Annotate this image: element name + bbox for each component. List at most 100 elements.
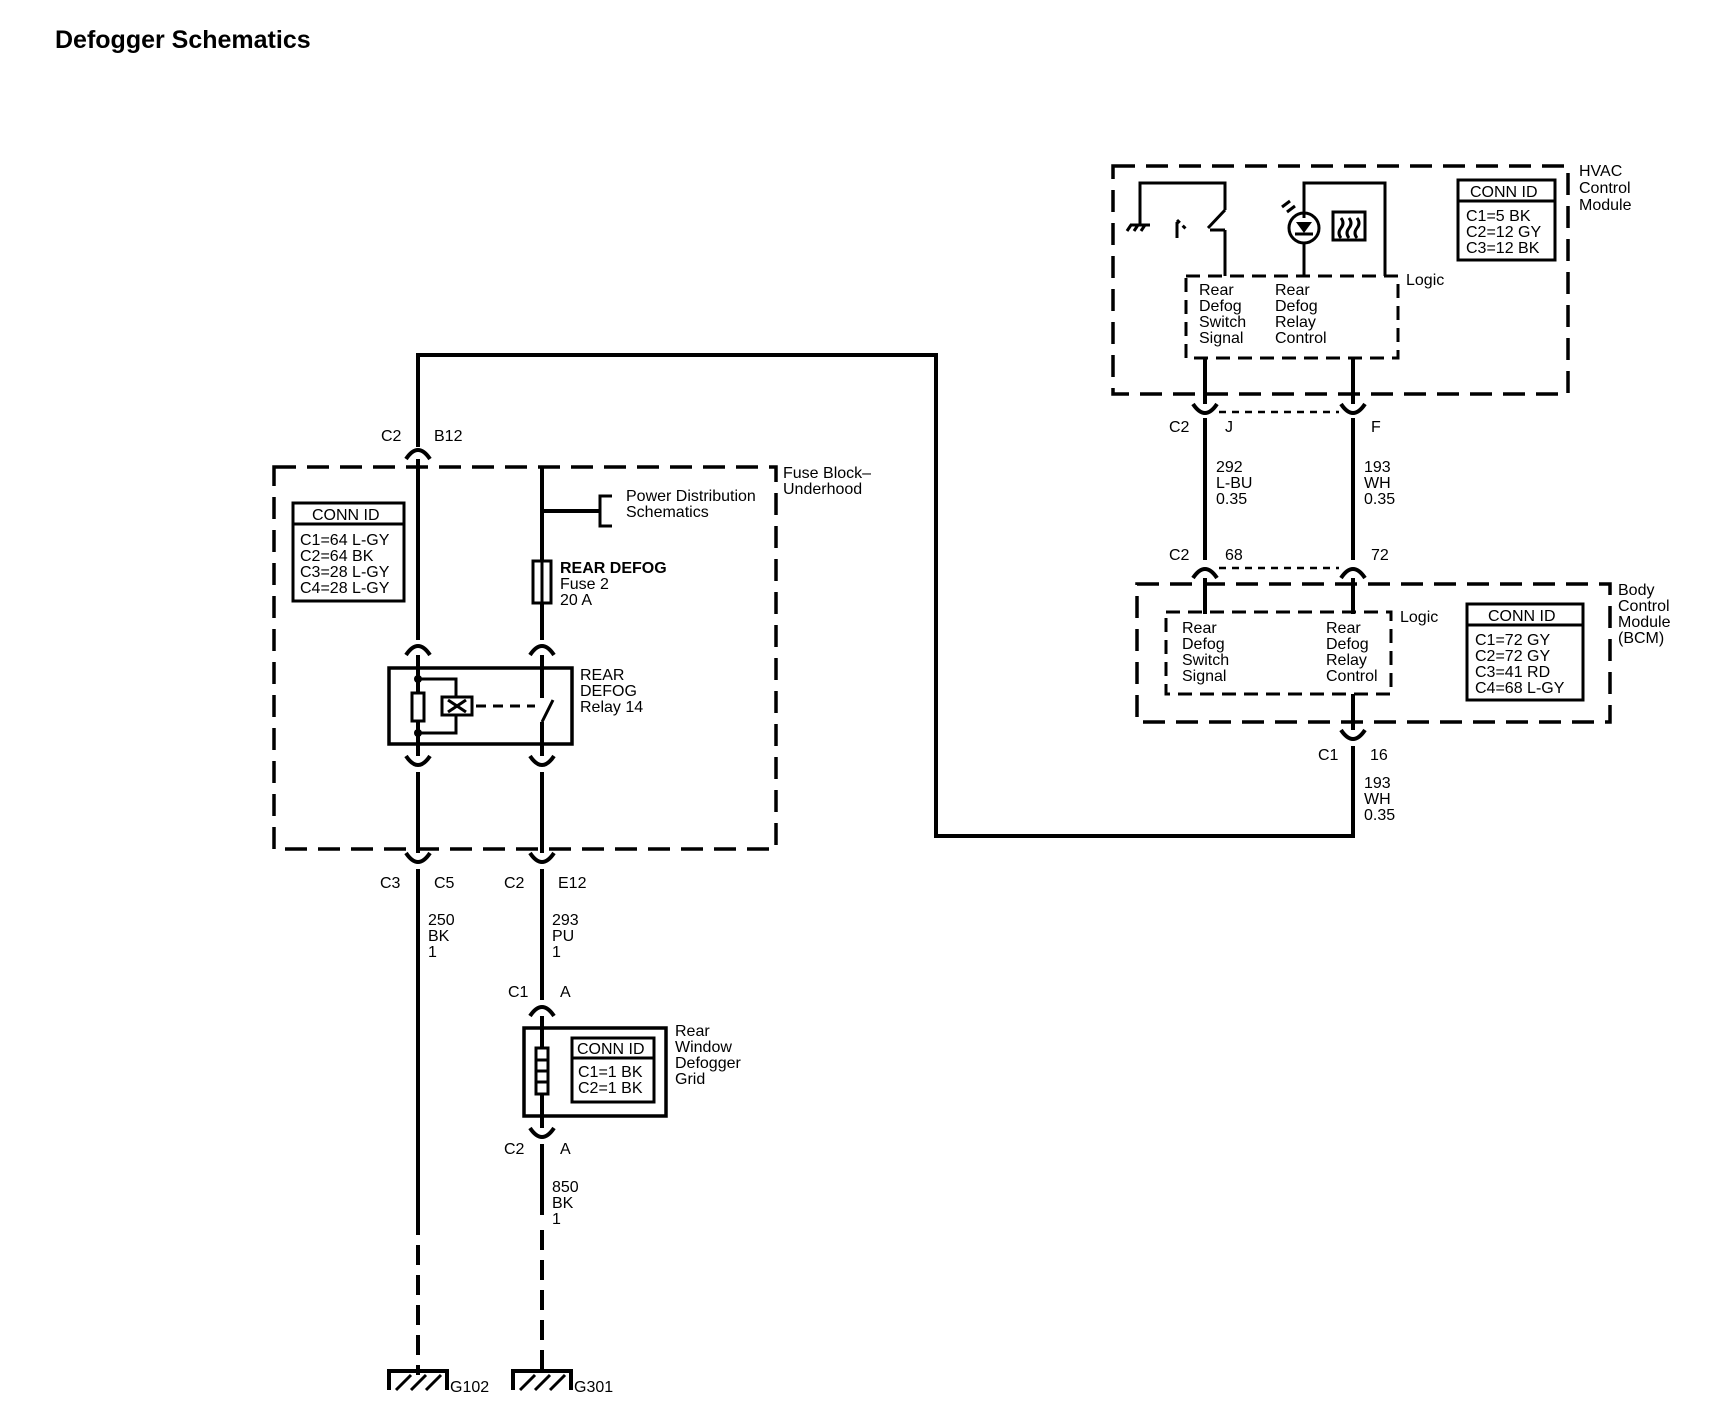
grid-bottom-conn: C2 (504, 1141, 525, 1158)
wire-292-color: L-BU (1216, 475, 1252, 492)
bcm-out-connector: C1 (1318, 747, 1339, 764)
wire-193b-circuit: 193 (1364, 775, 1391, 792)
grid-conn-title: CONN ID (577, 1041, 645, 1058)
hvac-title-line1: HVAC (1579, 163, 1622, 180)
wire-193-size: 0.35 (1364, 491, 1395, 508)
bcm-title-line2: Control (1618, 598, 1670, 615)
fuse-block-br-pin: E12 (558, 875, 587, 892)
relay-label-line3: Relay 14 (580, 699, 643, 716)
fuse-block-conn-title: CONN ID (312, 507, 380, 524)
bcm-title-line4: (BCM) (1618, 630, 1664, 647)
wire-193b-color: WH (1364, 791, 1391, 808)
hvac-logic-label: Logic (1406, 272, 1444, 289)
relay-label-line1: REAR (580, 667, 624, 684)
bcm-conn-title: CONN ID (1488, 608, 1556, 625)
grid-title-line1: Rear (675, 1023, 710, 1040)
wire-250-size: 1 (428, 944, 437, 961)
relay-label-line2: DEFOG (580, 683, 637, 700)
bcm-pin2-line4: Control (1326, 668, 1378, 685)
fuse-block-br-conn: C2 (504, 875, 525, 892)
rear-defog-relay (387, 666, 574, 746)
bcm-pin1-line3: Switch (1182, 652, 1229, 669)
relay-coil-icon (410, 691, 426, 723)
hvac-conn-title: CONN ID (1470, 184, 1538, 201)
hvac-pin1-line3: Switch (1199, 314, 1246, 331)
bcm-conn-line2: C2=72 GY (1475, 648, 1550, 665)
bcm-conn-line3: C3=41 RD (1475, 664, 1550, 681)
fuse-block-title-line2: Underhood (783, 481, 862, 498)
bcm-connector-72 (1339, 567, 1367, 580)
fuse-label-line1: REAR DEFOG (560, 560, 667, 577)
ground-g301-label: G301 (574, 1379, 613, 1396)
hvac-switch-icon (1175, 208, 1227, 276)
hvac-conn-line1: C1=5 BK (1466, 208, 1531, 225)
hvac-pin-j: J (1225, 419, 1233, 436)
fuse-block-top-pin: B12 (434, 428, 463, 445)
rear-defrost-symbol-icon (1331, 210, 1367, 242)
hvac-pin2-line3: Relay (1275, 314, 1316, 331)
grid-connector-c1-a (528, 1005, 556, 1018)
hvac-pin-f: F (1371, 419, 1381, 436)
hvac-title-line2: Control (1579, 180, 1631, 197)
bcm-pin2-line1: Rear (1326, 620, 1361, 637)
wire-292-circuit: 292 (1216, 459, 1243, 476)
ground-g102-label: G102 (450, 1379, 489, 1396)
hvac-connector-f (1339, 402, 1367, 415)
bcm-title-line3: Module (1618, 614, 1671, 631)
wire-193-color: WH (1364, 475, 1391, 492)
power-dist-line1: Power Distribution (626, 488, 756, 505)
hvac-led-indicator-icon (1281, 181, 1387, 276)
hvac-to-bcm-wiring: C2 J F 292 L-BU 0.35 193 WH 0.35 C2 68 7… (1169, 358, 1395, 614)
bcm-logic-label: Logic (1400, 609, 1438, 626)
grid-conn-id-table: CONN ID C1=1 BK C2=1 BK (570, 1036, 656, 1104)
fuse-block-conn-line2: C2=64 BK (300, 548, 374, 565)
wire-193b-size: 0.35 (1364, 807, 1395, 824)
wire-293-size: 1 (552, 944, 561, 961)
wire-293-circuit: 293 (552, 912, 579, 929)
power-dist-line2: Schematics (626, 504, 709, 521)
grid-title-line3: Defogger (675, 1055, 741, 1072)
relay-switch-contact-icon (540, 699, 555, 723)
wire-850-size: 1 (552, 1211, 561, 1228)
rear-window-defogger-grid: CONN ID C1=1 BK C2=1 BK (522, 1026, 668, 1118)
body-control-module: Body Control Module (BCM) Logic Rear Def… (1135, 582, 1671, 724)
bcm-boundary (1135, 582, 1612, 724)
hvac-control-module: HVAC Control Module (1111, 163, 1632, 396)
bcm-title-line1: Body (1618, 582, 1654, 599)
fuse-block-top-conn: C2 (381, 428, 402, 445)
power-distribution-reference-icon (598, 494, 612, 528)
hvac-pin1-line2: Defog (1199, 298, 1242, 315)
hvac-pin2-line4: Control (1275, 330, 1327, 347)
hvac-logic-box (1184, 274, 1400, 360)
grid-title-line2: Window (675, 1039, 732, 1056)
grid-top-conn: C1 (508, 984, 529, 1001)
hvac-conn-id-table: CONN ID C1=5 BK C2=12 GY C3=12 BK (1456, 178, 1557, 262)
bcm-pin2-line3: Relay (1326, 652, 1367, 669)
wire-250-color: BK (428, 928, 450, 945)
bcm-pin-68: 68 (1225, 547, 1243, 564)
bcm-pin1-line2: Defog (1182, 636, 1225, 653)
fuse-block-conn-line1: C1=64 L-GY (300, 532, 390, 549)
grid-bottom-pin: A (560, 1141, 571, 1158)
hvac-connector-label: C2 (1169, 419, 1190, 436)
fuse-label-line2: Fuse 2 (560, 576, 609, 593)
fuse-block-boundary (272, 465, 778, 851)
bcm-pin-72: 72 (1371, 547, 1389, 564)
hvac-connector-j (1191, 402, 1219, 415)
grid-connector-c2-a (528, 1126, 556, 1139)
hvac-conn-line3: C3=12 BK (1466, 240, 1540, 257)
wire-850-circuit: 850 (552, 1179, 579, 1196)
fuse-block-underhood: Fuse Block– Underhood C2 B12 CONN ID C1=… (272, 428, 871, 892)
fuse-block-conn-line3: C3=28 L-GY (300, 564, 390, 581)
wire-850-color: BK (552, 1195, 574, 1212)
hvac-pin1-line4: Signal (1199, 330, 1243, 347)
bcm-pin1-line1: Rear (1182, 620, 1217, 637)
bcm-conn-id-table: CONN ID C1=72 GY C2=72 GY C3=41 RD C4=68… (1465, 602, 1585, 702)
hvac-pin2-line1: Rear (1275, 282, 1310, 299)
bcm-connector-68 (1191, 567, 1219, 580)
bcm-pin2-line2: Defog (1326, 636, 1369, 653)
hvac-module-boundary (1111, 164, 1570, 396)
fuse-label-line3: 20 A (560, 592, 592, 609)
rear-window-defogger-circuit: 293 PU 1 C1 A CONN ID C1=1 BK C2=1 BK Re… (504, 869, 741, 1375)
